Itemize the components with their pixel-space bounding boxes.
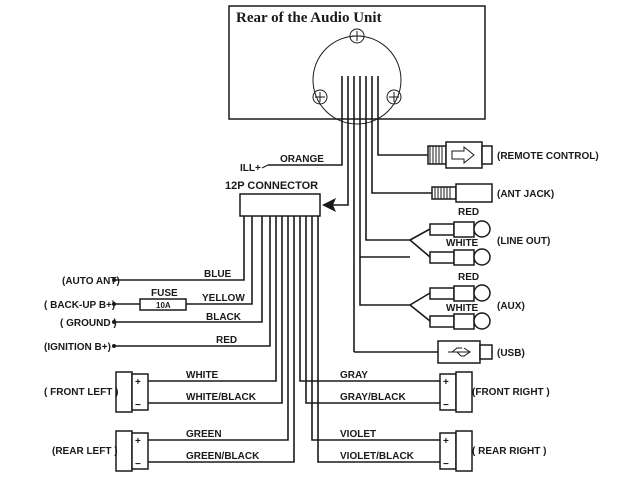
rear-left-speaker-icon: [115, 430, 149, 472]
aux-rca-icon: [359, 257, 491, 330]
speaker-plus: +: [135, 436, 141, 447]
connector-label: 12P CONNECTOR: [225, 180, 318, 192]
front-left-speaker-icon: [115, 371, 149, 413]
aux-white-label: WHITE: [446, 303, 479, 314]
audio-unit-title: Rear of the Audio Unit: [236, 10, 382, 26]
wire-color-gray: GRAY: [340, 370, 368, 381]
connector-arrow-icon: [322, 198, 336, 212]
rear-right-label: ( REAR RIGHT ): [472, 446, 546, 457]
12p-connector: [239, 193, 321, 217]
speaker-minus: −: [135, 400, 141, 411]
speaker-plus: +: [443, 436, 449, 447]
aux-label: (AUX): [497, 301, 525, 312]
wire-color-gray-black: GRAY/BLACK: [340, 392, 407, 403]
rear-right-speaker-icon: [439, 430, 473, 472]
audio-unit-rear: Rear of the Audio Unit: [228, 5, 486, 125]
speaker-plus: +: [135, 377, 141, 388]
usb-plug-icon: [437, 340, 493, 364]
screw-icon: [386, 89, 402, 105]
ill-terminal-label: ILL+: [240, 163, 261, 174]
wire-color-red: RED: [216, 335, 237, 346]
backup-label: ( BACK-UP B+): [44, 300, 115, 311]
ground-label: ( GROUND ): [60, 318, 117, 329]
front-right-label: (FRONT RIGHT ): [472, 387, 550, 398]
wire-color-black: BLACK: [206, 312, 242, 323]
line-out-label: (LINE OUT): [497, 236, 550, 247]
line-out-white-label: WHITE: [446, 238, 479, 249]
wire-color-white: WHITE: [186, 370, 219, 381]
ant-jack-label: (ANT JACK): [497, 189, 554, 200]
wire-color-violet: VIOLET: [340, 429, 376, 440]
wire-color-green: GREEN: [186, 429, 222, 440]
fuse-icon: [114, 298, 187, 311]
speaker-minus: −: [443, 459, 449, 470]
fuse-label: FUSE: [151, 288, 178, 299]
line-out-rca-icon: [409, 220, 491, 266]
speaker-minus: −: [135, 459, 141, 470]
aux-red-label: RED: [458, 272, 479, 283]
wire-color-green-black: GREEN/BLACK: [186, 451, 260, 462]
auto-ant-label: (AUTO ANT): [62, 276, 120, 287]
antenna-jack-icon: [431, 183, 493, 203]
wire-color-white-black: WHITE/BLACK: [186, 392, 257, 403]
remote-control-label: (REMOTE CONTROL): [497, 151, 599, 162]
speaker-wires: [148, 216, 440, 463]
screw-icon: [312, 89, 328, 105]
front-left-label: ( FRONT LEFT ): [44, 387, 118, 398]
rear-left-label: (REAR LEFT ): [52, 446, 118, 457]
wire-color-yellow: YELLOW: [202, 293, 245, 304]
power-wires: [114, 216, 271, 347]
ignition-label: (IGNITION B+): [44, 342, 111, 353]
speaker-plus: +: [443, 377, 449, 388]
screw-icon: [349, 28, 365, 44]
fuse-rating: 10A: [156, 301, 171, 310]
remote-control-plug-icon: [427, 141, 493, 169]
wire-color-violet-black: VIOLET/BLACK: [340, 451, 415, 462]
usb-label: (USB): [497, 348, 525, 359]
line-out-red-label: RED: [458, 207, 479, 218]
front-right-speaker-icon: [439, 371, 473, 413]
speaker-minus: −: [443, 400, 449, 411]
wire-color-blue: BLUE: [204, 269, 232, 280]
wire-color-orange: ORANGE: [280, 154, 324, 165]
